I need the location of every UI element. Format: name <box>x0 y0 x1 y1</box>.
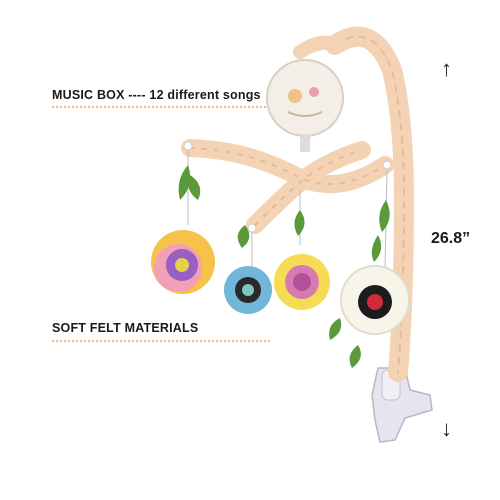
sunflower <box>274 254 330 310</box>
music-box <box>266 59 344 152</box>
white-anemone-flower <box>340 265 410 335</box>
soft-felt-label: SOFT FELT MATERIALS <box>52 321 199 335</box>
blue-flower <box>224 266 272 314</box>
soft-felt-dotted-rule <box>52 340 270 342</box>
music-box-label: MUSIC BOX ---- 12 different songs <box>52 88 261 102</box>
height-measurement: 26.8” <box>431 230 471 247</box>
felt-leaves <box>178 165 390 368</box>
yellow-pink-flower <box>151 230 215 294</box>
down-arrow-icon: ↓ <box>441 416 452 441</box>
cross-arms <box>181 139 394 234</box>
up-arrow-icon: ↑ <box>441 56 452 81</box>
music-box-dotted-rule <box>52 106 270 108</box>
